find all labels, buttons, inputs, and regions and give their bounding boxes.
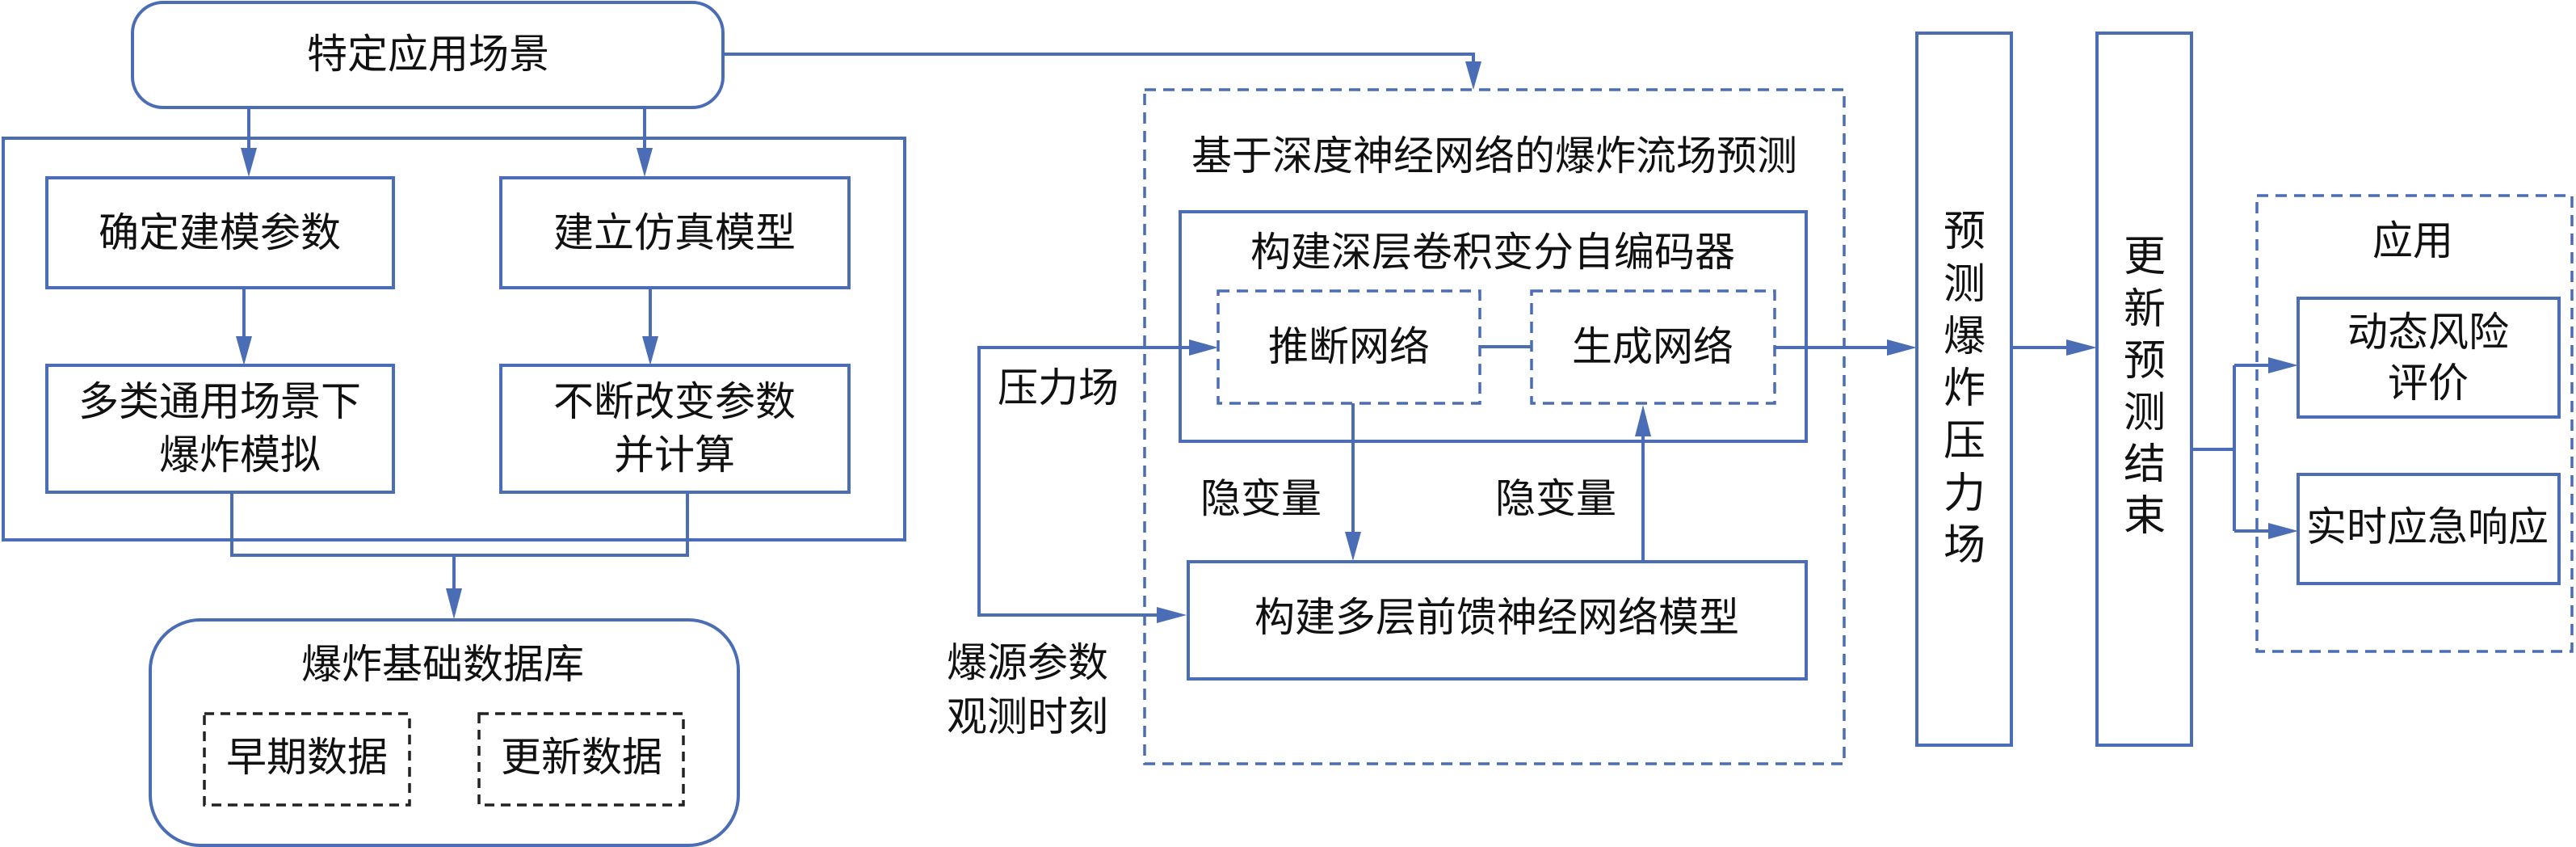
early-data-box [203,712,411,807]
predicted-field-char: 爆 [1944,313,1986,361]
simulation-panel [2,137,906,541]
update-end-char: 结 [2124,440,2166,489]
updated-data-label: 更新数据 [501,734,662,781]
predicted-field-char: 场 [1944,521,1986,570]
latent-label-left: 隐变量 [1200,475,1322,522]
multi-scene-box [45,364,395,494]
arrowhead-ffnn-input [1157,607,1187,623]
vary-params-label-line1: 不断改变参数 [553,378,796,425]
latent-label-right: 隐变量 [1495,475,1616,522]
vary-params-label-line2: 并计算 [614,432,735,478]
database-box [149,618,740,847]
scenario-label: 特定应用场景 [307,31,549,78]
predicted-field-char: 预 [1944,208,1986,256]
build-model-box [499,176,851,289]
encoder-title: 构建深层卷积变分自编码器 [1250,229,1735,276]
predicted-field-char: 力 [1944,470,1986,518]
connector-update-to-applications [2191,364,2271,533]
multi-scene-label-line2: 爆炸模拟 [159,432,321,478]
arrowhead-risk-assessment [2268,357,2298,373]
arrowhead-determine-params [241,148,257,177]
encoder-box [1179,210,1808,443]
source-params-label: 爆源参数 [947,639,1108,686]
connector-input-feeder [977,346,1189,617]
predicted-field-char: 测 [1944,260,1986,309]
update-end-char: 新 [2124,285,2166,334]
ffnn-box [1187,560,1808,681]
arrowhead-generator-latent [1635,405,1651,436]
arrowhead-ffnn-latent [1345,532,1361,561]
pressure-field-label: 压力场 [998,365,1119,411]
update-end-char: 更 [2124,233,2166,281]
updated-data-box [477,712,685,807]
arrowhead-database [446,588,462,619]
application-region [2255,194,2574,653]
observation-time-label: 观测时刻 [947,693,1108,740]
connector-merge-to-database [230,492,689,557]
vary-params-box [499,364,851,494]
generator-net-label: 生成网络 [1572,323,1733,370]
update-end-label: 更 新 预 测 结 束 [2124,233,2166,541]
predicted-field-char: 压 [1944,417,1986,466]
arrowhead-prediction-top [1465,61,1481,90]
early-data-label: 早期数据 [226,734,388,781]
predicted-field-box [1915,32,2013,747]
determine-params-label: 确定建模参数 [99,209,341,256]
update-end-char: 束 [2124,492,2166,541]
emergency-response-box [2297,473,2561,585]
update-end-char: 测 [2124,389,2166,437]
ffnn-label: 构建多层前馈神经网络模型 [1254,594,1739,641]
arrowhead-build-model [637,148,653,177]
arrowhead-inference-input [1189,339,1218,356]
emergency-response-label: 实时应急响应 [2306,504,2549,550]
arrowhead-emergency-response [2268,523,2298,539]
connector-scenario-to-prediction [723,53,1475,68]
arrowhead-update-end [2066,339,2097,356]
multi-scene-label-line1: 多类通用场景下 [78,378,361,425]
risk-assessment-box [2297,297,2561,419]
application-title: 应用 [2372,217,2453,264]
arrowhead-vary-params [642,336,658,365]
prediction-title: 基于深度神经网络的爆炸流场预测 [1191,133,1797,179]
database-title: 爆炸基础数据库 [301,641,584,688]
update-end-box [2095,32,2193,747]
predicted-field-label: 预 测 爆 炸 压 力 场 [1944,208,1986,570]
build-model-label: 建立仿真模型 [553,209,796,256]
predicted-field-char: 炸 [1944,365,1986,413]
update-end-char: 预 [2124,337,2166,386]
arrowhead-predicted-field [1887,339,1917,356]
risk-assessment-line1: 动态风险 [2347,309,2509,356]
determine-params-box [45,176,395,289]
inference-net-label: 推断网络 [1268,323,1430,370]
arrowhead-multi-scene [236,336,252,365]
risk-assessment-line2: 评价 [2388,360,2469,407]
